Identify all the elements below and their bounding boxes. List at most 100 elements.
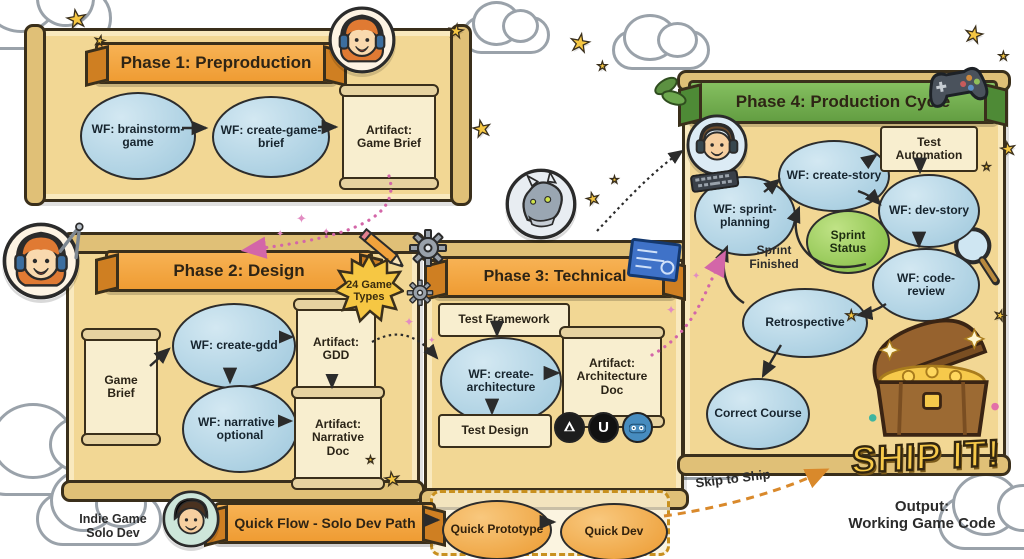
node-wf-create-gdd: WF: create-gdd (172, 303, 296, 389)
node-label: WF: sprint-planning (713, 201, 777, 229)
star-icon: ★ (609, 175, 619, 186)
star-icon: ★ (998, 137, 1019, 161)
unreal-letter: U (598, 419, 609, 436)
node-label: WF: create-gdd (190, 338, 278, 353)
phase4-title: Phase 4: Production Cycle (735, 92, 951, 111)
node-artifact-narrative-doc: Artifact: Narrative Doc (291, 386, 385, 490)
phase1-banner: Phase 1: Preproduction (95, 42, 337, 84)
sparkle-icon: ✦ (276, 229, 285, 240)
star-icon: ★ (469, 114, 495, 144)
cloud-decoration (612, 14, 710, 70)
node-sprint-status: Sprint Status (806, 210, 890, 274)
star-icon: ★ (997, 49, 1009, 63)
node-wf-create-story: WF: create-story (778, 140, 890, 212)
phase2-title: Phase 2: Design (173, 261, 305, 280)
node-test-design: Test Design (438, 414, 552, 448)
sparkle-icon: ✦ (404, 315, 415, 329)
node-wf-dev-story: WF: dev-story (878, 174, 980, 248)
star-icon: ★ (844, 307, 858, 323)
solo-dev-label: Indie Game Solo Dev (79, 512, 147, 541)
unity-icon (554, 412, 585, 443)
node-label: WF: code-review (897, 270, 955, 298)
game-controller-icon (918, 58, 998, 121)
node-label: WF: create-story (786, 168, 882, 183)
treasure-chest-icon (852, 312, 1012, 445)
cloud-decoration (938, 472, 1024, 550)
node-label: Artifact: Game Brief (356, 122, 422, 150)
phase3-title: Phase 3: Technical (483, 268, 627, 285)
node-label: WF: brainstorm-game (91, 121, 185, 149)
node-label: Sprint Status (829, 227, 867, 255)
node-label: WF: create-game-brief (220, 122, 322, 150)
node-label: Artifact: Architecture Doc (576, 355, 648, 397)
developer-avatar (686, 114, 748, 176)
star-icon: ★ (566, 28, 593, 60)
sparkle-icon: ✦ (692, 271, 701, 282)
solo-dev-avatar (162, 490, 220, 548)
star-icon: ★ (63, 4, 90, 36)
drafting-compass-icon (48, 213, 98, 271)
sparkle-icon: ✦ (428, 335, 436, 345)
node-label: WF: narrative - optional (197, 414, 282, 442)
node-label: Quick Prototype (450, 522, 544, 537)
game-types-badge: 24 Game Types (334, 254, 404, 328)
designer-woman-icon (2, 222, 80, 300)
sparkle-icon: ✦ (666, 303, 677, 317)
cloud-decoration (462, 1, 550, 54)
star-icon: ★ (382, 467, 402, 491)
node-artifact-game-brief: Artifact: Game Brief (339, 84, 439, 190)
designer-avatar (2, 222, 80, 300)
leaf-icon (652, 70, 698, 115)
node-label: Correct Course (714, 406, 802, 421)
node-game-brief-input: Game Brief (81, 328, 161, 446)
quick-flow-title: Quick Flow - Solo Dev Path (234, 515, 416, 531)
sprint-finished-label: Sprint Finished (749, 243, 799, 271)
star-icon: ★ (446, 19, 466, 43)
sparkle-icon: ✦ (322, 227, 331, 238)
node-retrospective: Retrospective (742, 288, 868, 358)
solo-dev-man-icon (162, 490, 220, 548)
sparkle-icon: ✦ (296, 211, 307, 226)
node-label: Retrospective (765, 315, 845, 330)
node-label: Quick Dev (584, 524, 644, 539)
node-correct-course: Correct Course (706, 378, 810, 450)
star-icon: ★ (583, 189, 603, 210)
star-icon: ★ (365, 455, 375, 466)
node-wf-brainstorm-game: WF: brainstorm-game (80, 92, 196, 180)
keyboard-icon (689, 169, 742, 199)
star-icon: ★ (961, 20, 987, 50)
node-test-automation: Test Automation (880, 126, 978, 172)
node-quick-dev: Quick Dev (560, 503, 668, 559)
node-label: Game Brief (104, 372, 138, 400)
star-icon: ★ (981, 162, 991, 173)
node-wf-code-review: WF: code-review (872, 248, 980, 322)
node-label: Artifact: Narrative Doc (311, 416, 365, 458)
node-label: WF: create-architecture (466, 366, 536, 394)
architect-avatar (505, 168, 577, 240)
output-label: Output: Working Game Code (826, 498, 1018, 533)
node-label: Test Design (461, 423, 529, 438)
node-label: WF: dev-story (888, 203, 969, 218)
developer-man-icon (686, 114, 748, 176)
node-quick-prototype: Quick Prototype (442, 500, 552, 559)
node-test-framework: Test Framework (438, 303, 570, 337)
blueprint-icon (625, 237, 682, 288)
phase1-title: Phase 1: Preproduction (120, 53, 312, 72)
node-label: Artifact: GDD (312, 334, 359, 362)
output-line1: Output: (894, 498, 950, 515)
node-wf-narrative-optional: WF: narrative - optional (182, 385, 298, 473)
gear-icon (406, 279, 434, 311)
output-line2: Working Game Code (848, 515, 996, 533)
node-wf-create-game-brief: WF: create-game-brief (212, 96, 330, 178)
unreal-icon: U (588, 412, 619, 443)
dragon-icon (505, 168, 577, 240)
gear-icon (408, 228, 448, 273)
node-wf-create-architecture: WF: create-architecture (440, 337, 562, 425)
godot-icon (622, 412, 653, 443)
node-label: Test Framework (458, 312, 550, 327)
producer-avatar (328, 6, 396, 74)
badge-label: 24 Game Types (346, 278, 392, 303)
quick-flow-banner: Quick Flow - Solo Dev Path (214, 502, 436, 544)
phase2-banner: Phase 2: Design (105, 250, 373, 292)
